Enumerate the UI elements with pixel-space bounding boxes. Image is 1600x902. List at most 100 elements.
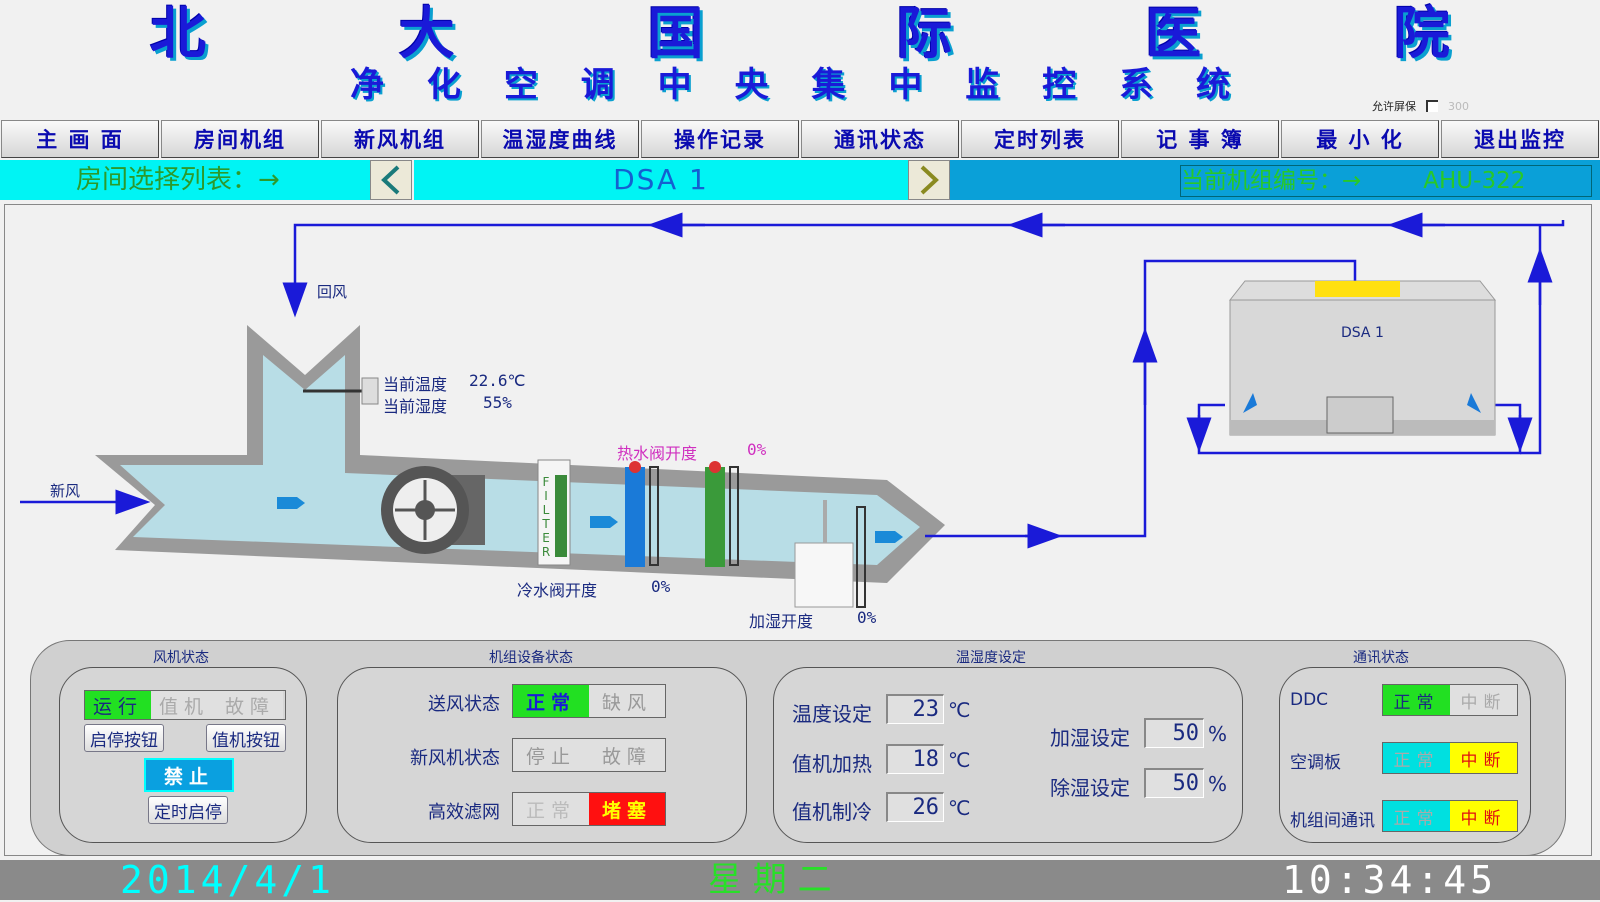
chevron-left-icon: [381, 165, 400, 195]
air-flow-lines: [20, 212, 1565, 549]
hospital-title: 北 大 国 际 医 院: [150, 1, 1450, 67]
start-stop-button[interactable]: 启停按钮: [84, 724, 164, 752]
ac-board-status: 正常 中断: [1382, 742, 1518, 774]
nav-main-screen[interactable]: 主 画 面: [1, 120, 159, 158]
device-status-group: 送风状态 正常 缺风 新风机状态 停止 故障 高效滤网 正常 堵塞: [337, 667, 747, 843]
fan-status-title: 风机状态: [153, 650, 209, 666]
nav-comm-status[interactable]: 通讯状态: [801, 120, 959, 158]
fresh-fan-status: 停止 故障: [512, 738, 666, 772]
comm-status-group: DDC 正常 中断 空调板 正常 中断 机组间通讯 正常 中断: [1279, 667, 1531, 843]
disable-button[interactable]: 禁止: [144, 758, 234, 792]
nav-notebook[interactable]: 记 事 簿: [1121, 120, 1279, 158]
ac-board-label: 空调板: [1290, 753, 1341, 773]
filter-label: F I L T E R: [541, 475, 551, 559]
flow-arrow-icons: [277, 497, 903, 543]
next-room-button[interactable]: [908, 160, 950, 200]
inter-unit-comm-status: 正常 中断: [1382, 800, 1518, 832]
ddc-status: 正常 中断: [1382, 684, 1518, 716]
hepa-filter-normal: 正常: [513, 793, 589, 825]
standby-cool-unit: ℃: [948, 796, 971, 820]
supply-air-lack: 缺风: [589, 685, 665, 717]
nav-operation-log[interactable]: 操作记录: [641, 120, 799, 158]
weekday-display: 星 期 二: [708, 860, 832, 900]
nav-bar: 主 画 面 房间机组 新风机组 温湿度曲线 操作记录 通讯状态 定时列表 记 事…: [0, 120, 1600, 158]
cold-valve-value: 0%: [651, 577, 671, 596]
screensaver-value: 300: [1448, 99, 1469, 113]
current-temp-value: 22.6℃: [469, 371, 526, 390]
ac-board-interrupt: 中断: [1450, 743, 1517, 773]
humidifier: [794, 500, 866, 608]
fresh-fan-stop: 停止: [513, 739, 589, 771]
supply-air-status: 正常 缺风: [512, 684, 666, 718]
current-room-name: DSA 1: [414, 160, 908, 200]
room-tag: DSA 1: [1341, 325, 1384, 341]
current-unit-box: 当前机组编号：→ AHU-322: [1180, 165, 1592, 197]
filter: [537, 459, 571, 566]
standby-cool-input[interactable]: 26: [886, 792, 944, 822]
nav-fresh-air-units[interactable]: 新风机组: [321, 120, 479, 158]
comm-status-title: 通讯状态: [1353, 650, 1409, 666]
dehumidify-setpoint-label: 除湿设定: [1050, 776, 1130, 800]
ddc-interrupt: 中断: [1450, 685, 1517, 715]
fresh-air-label: 新风: [50, 482, 81, 500]
current-temp-label: 当前温度: [383, 375, 448, 394]
inter-unit-comm-label: 机组间通讯: [1290, 811, 1375, 831]
prev-room-button[interactable]: [370, 160, 412, 200]
date-display: 2014/4/1: [120, 858, 336, 902]
fresh-fan-fault: 故障: [589, 739, 665, 771]
screensaver-label: 允许屏保: [1372, 100, 1416, 113]
fan-run-indicator: 运行: [85, 691, 151, 719]
hot-valve-value: 0%: [747, 440, 767, 459]
ddc-normal: 正常: [1383, 685, 1450, 715]
screensaver-toggle[interactable]: 允许屏保 300: [1372, 98, 1469, 114]
room-select-label: 房间选择列表：→: [0, 160, 370, 200]
standby-button[interactable]: 值机按钮: [206, 724, 286, 752]
nav-minimize[interactable]: 最 小 化: [1281, 120, 1439, 158]
device-status-title: 机组设备状态: [489, 650, 573, 666]
standby-heat-unit: ℃: [948, 748, 971, 772]
current-hum-label: 当前湿度: [383, 397, 448, 416]
supply-air-normal: 正常: [513, 685, 589, 717]
humidify-setpoint-input[interactable]: 50: [1144, 718, 1204, 748]
cooling-coil: [625, 461, 659, 567]
humidify-setpoint-unit: %: [1208, 722, 1228, 746]
temp-setpoint-input[interactable]: 23: [886, 694, 944, 724]
standby-heat-label: 值机加热: [792, 752, 872, 776]
inter-unit-normal: 正常: [1383, 801, 1450, 831]
nav-exit[interactable]: 退出监控: [1441, 120, 1599, 158]
system-subtitle: 净 化 空 调 中 央 集 中 监 控 系 统: [350, 65, 1230, 105]
supply-air-status-label: 送风状态: [428, 694, 500, 715]
dehumidify-setpoint-unit: %: [1208, 772, 1228, 796]
nav-room-units[interactable]: 房间机组: [161, 120, 319, 158]
temp-humidity-sensor: [303, 377, 379, 405]
temp-setpoint-label: 温度设定: [792, 702, 872, 726]
current-unit-label: 当前机组编号：→: [1181, 168, 1362, 194]
ahu-schematic: [20, 212, 1565, 608]
nav-temp-hum-curve[interactable]: 温湿度曲线: [481, 120, 639, 158]
time-display: 10:34:45: [1282, 858, 1498, 902]
standby-heat-input[interactable]: 18: [886, 744, 944, 774]
footer-bar: 2014/4/1 星 期 二 10:34:45: [0, 860, 1600, 900]
fresh-fan-status-label: 新风机状态: [410, 748, 500, 769]
return-air-label: 回风: [317, 283, 348, 301]
standby-cool-label: 值机制冷: [792, 800, 872, 824]
ddc-label: DDC: [1290, 690, 1329, 710]
dehumidify-setpoint-input[interactable]: 50: [1144, 768, 1204, 798]
fan-state-indicator: 运行 值机 故障: [84, 690, 286, 720]
humidify-setpoint-label: 加湿设定: [1050, 726, 1130, 750]
heating-coil: [705, 461, 739, 567]
nav-schedule-list[interactable]: 定时列表: [961, 120, 1119, 158]
inter-unit-interrupt: 中断: [1450, 801, 1517, 831]
ac-board-normal: 正常: [1383, 743, 1450, 773]
fan-standby-indicator: 值机: [151, 691, 217, 719]
setpoints-title: 温湿度设定: [956, 650, 1026, 666]
humidify-label: 加湿开度: [749, 612, 814, 631]
screensaver-checkbox[interactable]: [1426, 100, 1438, 112]
setpoints-group: 温度设定 23 ℃ 值机加热 18 ℃ 值机制冷 26 ℃ 加湿设定 50 % …: [773, 667, 1243, 843]
fan-status-group: 运行 值机 故障 启停按钮 值机按钮 禁止 定时启停: [59, 667, 307, 843]
current-unit-id: AHU-322: [1423, 168, 1526, 194]
hepa-filter-label: 高效滤网: [428, 802, 500, 823]
humidify-value: 0%: [857, 608, 877, 627]
supply-fan: [381, 466, 485, 554]
timer-start-stop-button[interactable]: 定时启停: [148, 796, 228, 824]
